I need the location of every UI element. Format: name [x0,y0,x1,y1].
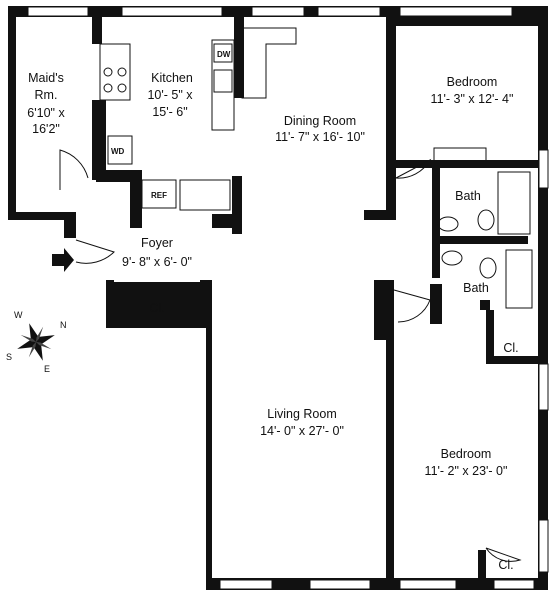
room-maids: Maid's Rm. 6'10" x 16'2" [27,71,65,136]
maids-dim-1: 6'10" x [27,106,65,120]
bath2-name: Bath [463,281,489,295]
bedroom2-name: Bedroom [441,447,492,461]
maids-name-2: Rm. [35,88,58,102]
bedroom1-name: Bedroom [447,75,498,89]
living-dims: 14'- 0" x 27'- 0" [260,424,344,438]
room-living: Living Room 14'- 0" x 27'- 0" [260,407,344,438]
compass-icon [17,323,55,361]
dishwasher-label: DW [217,50,231,59]
entry-arrow-icon [52,248,74,272]
kitchen-dim-1: 10'- 5" x [147,88,193,102]
compass-s: S [6,352,12,362]
bedroom2-dims: 11'- 2" x 23'- 0" [425,464,508,478]
living-name: Living Room [267,407,336,421]
room-bedroom-1: Bedroom 11'- 3" x 12'- 4" [431,75,514,106]
maids-dim-2: 16'2" [32,122,60,136]
foyer-closet-label: Cl. [149,301,164,315]
compass-w: W [14,310,23,320]
washer-dryer-label: WD [111,147,125,156]
refrigerator-label: REF [151,191,167,200]
room-dining: Dining Room 11'- 7" x 16'- 10" [275,114,365,144]
bath1-name: Bath [455,189,481,203]
foyer-name: Foyer [141,236,173,250]
dining-name: Dining Room [284,114,356,128]
walls [8,6,548,590]
bedroom1-dims: 11'- 3" x 12'- 4" [431,92,514,106]
room-bath-2: Bath [463,281,489,295]
room-foyer: Foyer 9'- 8" x 6'- 0" [122,236,192,269]
room-bedroom-2: Bedroom 11'- 2" x 23'- 0" [425,447,508,478]
dining-dims: 11'- 7" x 16'- 10" [275,130,365,144]
kitchen-dim-2: 15'- 6" [152,105,187,119]
kitchen-name: Kitchen [151,71,193,85]
windows [27,6,549,590]
bedroom2-closet2-label: Cl. [498,558,513,572]
foyer-dims: 9'- 8" x 6'- 0" [122,255,192,269]
room-kitchen: Kitchen 10'- 5" x 15'- 6" [147,71,193,119]
bedroom2-closet-label: Cl. [503,341,518,355]
maids-name-1: Maid's [28,71,64,85]
fixtures [59,27,533,562]
compass-n: N [60,320,67,330]
compass-e: E [44,364,50,374]
room-bath-1: Bath [455,189,481,203]
